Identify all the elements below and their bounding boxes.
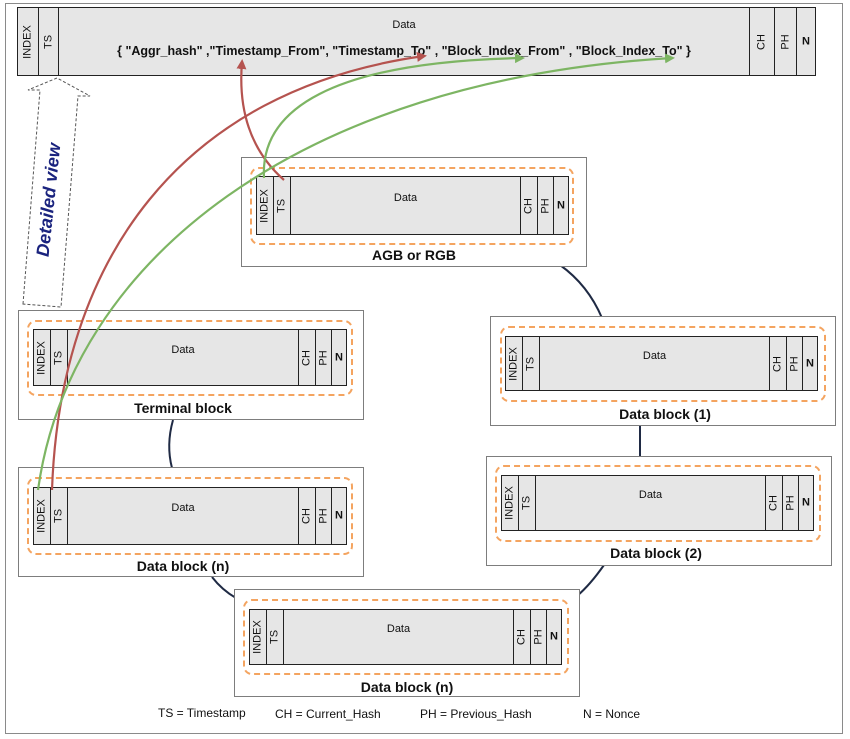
block-data-label: Data <box>386 623 411 636</box>
green-arrow-blockn-index <box>36 53 675 491</box>
detailed-ts-cell: TS <box>39 8 59 75</box>
block-n-label: N <box>550 630 558 643</box>
detailed-data-fields: { "Aggr_hash" ,"Timestamp_From", "Timest… <box>117 44 691 58</box>
detailed-index-cell: INDEX <box>18 8 39 75</box>
detailed-ch-cell: CH <box>750 8 775 75</box>
detailed-n-cell: N <box>797 8 815 75</box>
diagram-frame <box>5 3 843 734</box>
block-n-label: N <box>335 351 343 363</box>
block-data-label: Data <box>638 489 663 502</box>
detailed-ph-cell: PH <box>775 8 797 75</box>
legend-ph: PH = Previous_Hash <box>420 707 532 721</box>
red-arrow-agb-ts <box>236 59 285 181</box>
legend-ch: CH = Current_Hash <box>275 707 381 721</box>
block-data-label: Data <box>171 502 195 515</box>
legend-n: N = Nonce <box>583 707 641 721</box>
link-bottom-to-blockn <box>211 576 237 599</box>
block-caption: Terminal block <box>134 400 232 416</box>
block-n-label: N <box>806 357 814 369</box>
block-caption: Data block (1) <box>619 406 711 422</box>
block-n-label: N <box>557 199 565 211</box>
block-data-label: Data <box>171 343 195 356</box>
block-caption: AGB or RGB <box>372 247 456 263</box>
link-blockn-to-terminal <box>168 419 174 469</box>
block-caption: Data block (n) <box>136 558 230 574</box>
legend-ts: TS = Timestamp <box>158 706 246 720</box>
block-data-label: Data <box>393 191 418 204</box>
block-data-label: Data <box>642 350 667 363</box>
block-n-label: N <box>335 509 343 522</box>
block-caption: Data block (n) <box>360 679 454 695</box>
detailed-data-cell: Data { "Aggr_hash" ,"Timestamp_From", "T… <box>59 8 750 75</box>
link-agb-to-block1 <box>559 264 603 319</box>
detailed-n-label: N <box>802 35 810 47</box>
detailed-data-label: Data <box>392 19 416 31</box>
green-arrow-agb-index <box>262 53 525 179</box>
block-n-label: N <box>802 496 810 509</box>
detailed-record: INDEX TS Data { "Aggr_hash" ,"Timestamp_… <box>17 7 816 76</box>
block-caption: Data block (2) <box>610 545 702 561</box>
